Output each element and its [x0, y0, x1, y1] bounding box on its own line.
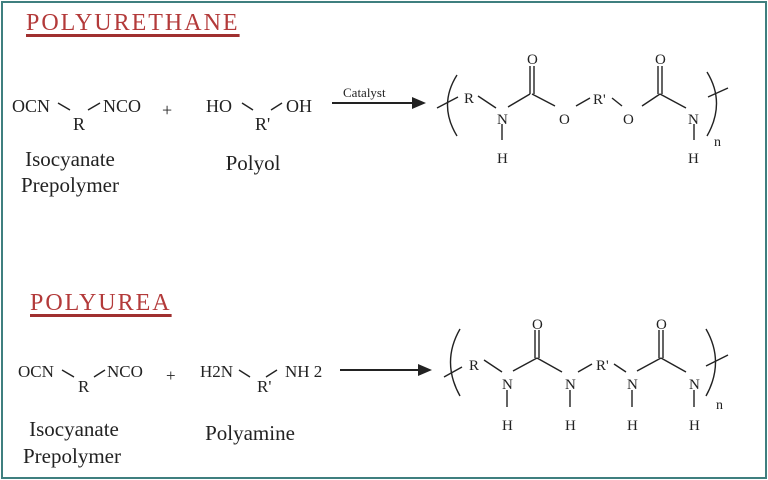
pu-reaction-arrow	[332, 97, 426, 109]
pu-isocyanate-label-line2: Prepolymer	[21, 173, 119, 197]
pa-atom-r-prime: R'	[596, 358, 609, 374]
pu-catalyst-label: Catalyst	[343, 85, 386, 100]
pa-atom-n4: N	[689, 377, 700, 393]
polyurea-title: POLYUREA	[30, 290, 172, 316]
polyurea-product-structure	[443, 328, 729, 407]
pa-isocyanate-left-group: OCN	[18, 362, 54, 381]
pa-atom-n2: N	[565, 377, 576, 393]
pa-polyamine-right-group: NH 2	[285, 362, 323, 381]
pa-polyamine-left-group: H2N	[200, 362, 234, 381]
pu-polyol-left-group: HO	[206, 96, 232, 116]
pu-atom-o4: O	[655, 52, 666, 68]
pu-isocyanate-r: R	[73, 114, 86, 134]
pu-atom-n2: N	[688, 112, 699, 128]
pu-polyol-r-prime: R'	[255, 114, 271, 134]
pa-reaction-arrow	[340, 364, 432, 376]
pa-atom-n1: N	[502, 377, 513, 393]
pa-repeat-n: n	[716, 398, 723, 413]
pu-atom-o3: O	[623, 112, 634, 128]
pa-isocyanate-label-line2: Prepolymer	[23, 444, 121, 468]
pu-repeat-n: n	[714, 135, 721, 150]
pu-polyol-label: Polyol	[225, 151, 281, 175]
pu-polyol-right-group: OH	[286, 96, 312, 116]
pa-isocyanate-label-line1: Isocyanate	[29, 417, 119, 441]
pu-atom-h2: H	[688, 151, 699, 167]
pu-atom-n1: N	[497, 112, 508, 128]
polyurethane-product-structure	[436, 66, 729, 140]
pa-atom-h1: H	[502, 418, 513, 434]
pu-atom-o1: O	[527, 52, 538, 68]
pa-atom-r: R	[469, 358, 479, 374]
pu-atom-r: R	[464, 91, 474, 107]
pa-isocyanate-r: R	[78, 377, 90, 396]
pu-isocyanate-left-group: OCN	[12, 96, 51, 116]
pa-polyamine-r-prime: R'	[257, 377, 272, 396]
pu-atom-o2: O	[559, 112, 570, 128]
pu-isocyanate-label-line1: Isocyanate	[25, 147, 115, 171]
pu-isocyanate-right-group: NCO	[103, 96, 142, 116]
pa-atom-h2: H	[565, 418, 576, 434]
pu-atom-h1: H	[497, 151, 508, 167]
pa-atom-h3: H	[627, 418, 638, 434]
pa-plus-sign: +	[166, 366, 176, 385]
pa-isocyanate-right-group: NCO	[107, 362, 143, 381]
polyurethane-title: POLYURETHANE	[26, 10, 240, 36]
pa-atom-n3: N	[627, 377, 638, 393]
pa-atom-o2: O	[656, 317, 667, 333]
pu-atom-r-prime: R'	[593, 92, 606, 108]
pa-polyamine-label: Polyamine	[205, 421, 295, 445]
pa-atom-h4: H	[689, 418, 700, 434]
pu-plus-sign: +	[162, 100, 173, 120]
pa-atom-o1: O	[532, 317, 543, 333]
